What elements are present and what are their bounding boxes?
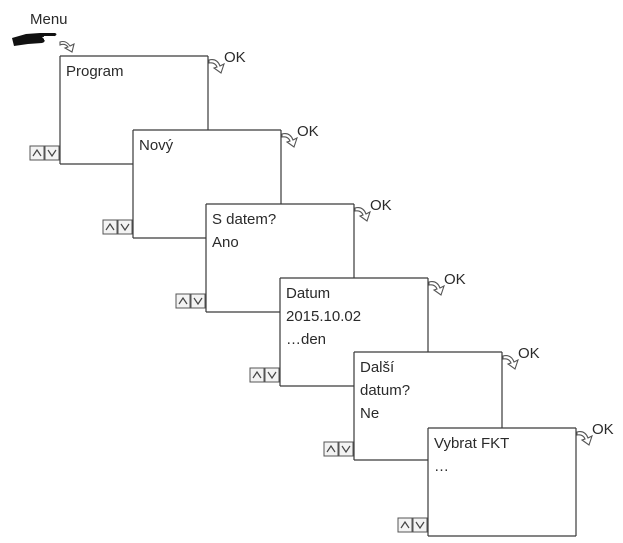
chevron-down-icon	[415, 521, 425, 530]
chevron-up-icon	[252, 370, 262, 379]
ok-label: OK	[592, 421, 614, 438]
up-down-buttons-vybrat-fkt[interactable]	[397, 517, 428, 533]
up-down-buttons-program[interactable]	[29, 145, 60, 161]
ok-arrow-s-datem: OK	[354, 197, 392, 222]
screen-line: Další	[360, 359, 395, 376]
chevron-up-icon	[400, 520, 410, 529]
screen-line: Ano	[212, 234, 239, 251]
screen-line: datum?	[360, 382, 410, 399]
chevron-up-icon	[105, 222, 115, 231]
up-down-buttons-novy[interactable]	[102, 219, 133, 235]
screen-line: Datum	[286, 285, 330, 302]
ok-label: OK	[518, 345, 540, 362]
curved-arrow-icon	[59, 40, 75, 53]
ok-arrow-novy: OK	[281, 123, 319, 148]
screen-line: 2015.10.02	[286, 308, 361, 325]
screen-vybrat-fkt: Vybrat FKT …	[427, 427, 577, 537]
screen-line: …den	[286, 331, 326, 348]
ok-arrow-vybrat-fkt: OK	[576, 421, 614, 446]
screen-line: Program	[66, 63, 124, 80]
up-down-buttons-dalsi-datum[interactable]	[323, 441, 354, 457]
up-down-buttons-datum[interactable]	[249, 367, 280, 383]
ok-label: OK	[444, 271, 466, 288]
ok-label: OK	[297, 123, 319, 140]
screen-line: Ne	[360, 405, 379, 422]
screen-novy: Nový	[132, 129, 282, 239]
screen-dalsi-datum: Další datum? Ne	[353, 351, 503, 461]
chevron-down-icon	[341, 445, 351, 454]
chevron-down-icon	[193, 297, 203, 306]
ok-arrow-datum: OK	[428, 271, 466, 296]
pointing-hand-icon	[12, 33, 57, 46]
screen-line: Vybrat FKT	[434, 435, 509, 452]
ok-label: OK	[370, 197, 392, 214]
screen-program: Program	[59, 55, 209, 165]
screen-line: S datem?	[212, 211, 276, 228]
chevron-down-icon	[267, 371, 277, 380]
chevron-up-icon	[326, 444, 336, 453]
chevron-down-icon	[47, 149, 57, 158]
ok-label: OK	[224, 49, 246, 66]
screen-line: …	[434, 458, 449, 475]
ok-arrow-dalsi-datum: OK	[502, 345, 540, 370]
screen-s-datem: S datem? Ano	[205, 203, 355, 313]
screen-datum: Datum 2015.10.02 …den	[279, 277, 429, 387]
menu-label: Menu	[30, 11, 68, 28]
up-down-buttons-s-datem[interactable]	[175, 293, 206, 309]
chevron-up-icon	[32, 148, 42, 157]
chevron-down-icon	[120, 223, 130, 232]
chevron-up-icon	[178, 296, 188, 305]
ok-arrow-program: OK	[208, 49, 246, 74]
screen-line: Nový	[139, 137, 174, 154]
